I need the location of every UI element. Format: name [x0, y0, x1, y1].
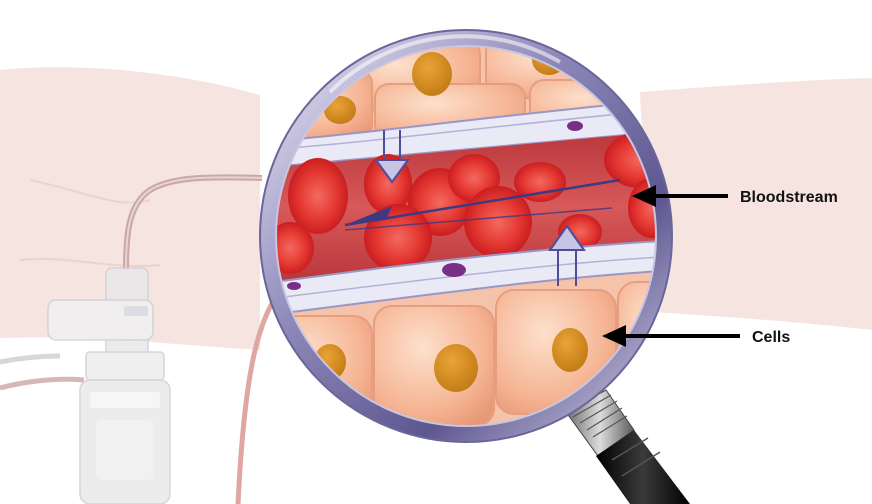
bloodstream-label: Bloodstream — [740, 189, 838, 206]
infusion-device-icon — [48, 268, 170, 504]
magnifier-handle — [566, 390, 690, 504]
cells-label: Cells — [752, 329, 790, 346]
